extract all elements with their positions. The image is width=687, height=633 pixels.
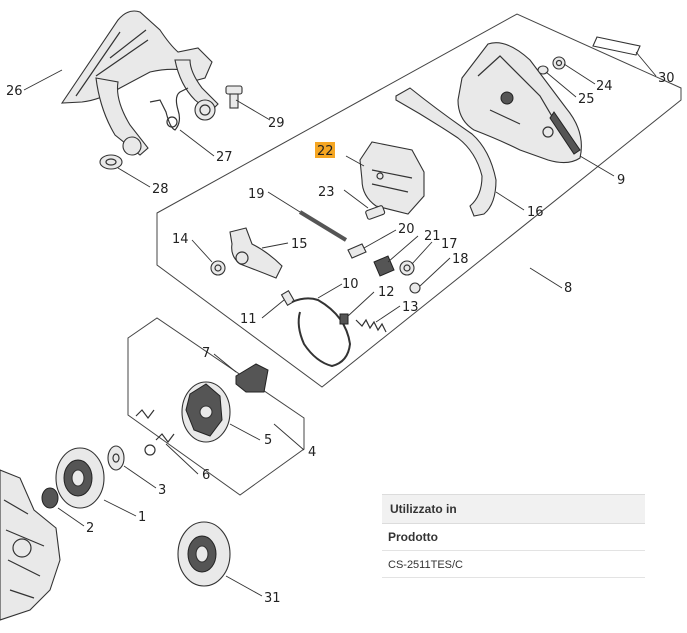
- product-row[interactable]: CS-2511TES/C: [382, 551, 645, 578]
- callout-9: 9: [617, 173, 625, 188]
- callout-31: 31: [264, 591, 281, 606]
- used-in-title: Utilizzato in: [382, 494, 645, 524]
- part-11-small-pin[interactable]: [280, 290, 296, 306]
- callout-16: 16: [527, 205, 544, 220]
- part-26-handle-frame[interactable]: [60, 10, 219, 156]
- part-17-nut[interactable]: [399, 260, 415, 276]
- part-1-sprocket-drum[interactable]: [55, 447, 105, 509]
- callout-11: 11: [240, 312, 257, 327]
- part-29-pin[interactable]: [225, 85, 243, 109]
- part-2-needle-bearing[interactable]: [41, 487, 59, 509]
- part-12-clip[interactable]: [339, 313, 349, 325]
- callout-3: 3: [158, 483, 166, 498]
- callout-22[interactable]: 22: [317, 144, 334, 159]
- part-30-label[interactable]: [592, 36, 641, 56]
- callout-26: 26: [6, 84, 23, 99]
- part-7-clutch-shoe[interactable]: [235, 363, 269, 393]
- used-in-panel: Utilizzato in Prodotto CS-2511TES/C: [382, 494, 645, 580]
- part-9-sprocket-cover[interactable]: [457, 42, 582, 164]
- callout-18: 18: [452, 252, 469, 267]
- callout-27: 27: [216, 150, 233, 165]
- callout-labels: 26 29 27 28 30 24 25 9 16 22 23 19 20 21…: [6, 71, 675, 606]
- part-22-bar-plate[interactable]: [359, 141, 425, 215]
- assembly-4-outline: [127, 317, 305, 496]
- part-18-small-nut[interactable]: [409, 282, 421, 294]
- leader-lines: [23, 51, 657, 597]
- part-10-brake-band[interactable]: [291, 297, 352, 368]
- callout-10: 10: [342, 277, 359, 292]
- part-5-clutch[interactable]: [181, 381, 231, 443]
- callout-4: 4: [308, 445, 316, 460]
- callout-15: 15: [291, 237, 308, 252]
- part-14-washer[interactable]: [210, 260, 226, 276]
- part-28-bushing[interactable]: [99, 154, 123, 170]
- part-19-long-pin[interactable]: [298, 210, 348, 242]
- part-23-bolt[interactable]: [365, 205, 386, 220]
- callout-17: 17: [441, 237, 458, 252]
- part-27-spring[interactable]: [149, 87, 189, 131]
- callout-12: 12: [378, 285, 395, 300]
- callout-25: 25: [578, 92, 595, 107]
- part-31-rim-sprocket[interactable]: [177, 521, 231, 587]
- callout-2: 2: [86, 521, 94, 536]
- part-3-washer[interactable]: [107, 445, 125, 471]
- callout-7: 7: [202, 346, 210, 361]
- part-6-clutch-springs[interactable]: [135, 409, 175, 456]
- assembly-8-outline: [156, 13, 682, 388]
- callout-28: 28: [152, 182, 169, 197]
- engine-crankcase-fragment: [0, 469, 61, 621]
- product-column-header: Prodotto: [382, 524, 645, 551]
- part-13-spring[interactable]: [355, 318, 387, 333]
- callout-6: 6: [202, 468, 210, 483]
- callout-5: 5: [264, 433, 272, 448]
- part-24-nut[interactable]: [552, 56, 566, 70]
- part-20-screw[interactable]: [347, 243, 367, 259]
- callout-29: 29: [268, 116, 285, 131]
- callout-20: 20: [398, 222, 415, 237]
- callout-23: 23: [318, 185, 335, 200]
- callout-19: 19: [248, 187, 265, 202]
- callout-30: 30: [658, 71, 675, 86]
- callout-13: 13: [402, 300, 419, 315]
- callout-24: 24: [596, 79, 613, 94]
- callout-1: 1: [138, 510, 146, 525]
- callout-14: 14: [172, 232, 189, 247]
- callout-8: 8: [564, 281, 572, 296]
- part-16-chain-guide[interactable]: [395, 87, 497, 217]
- callout-22-highlight: [315, 142, 335, 158]
- part-15-brake-lever[interactable]: [229, 227, 283, 279]
- callout-21: 21: [424, 229, 441, 244]
